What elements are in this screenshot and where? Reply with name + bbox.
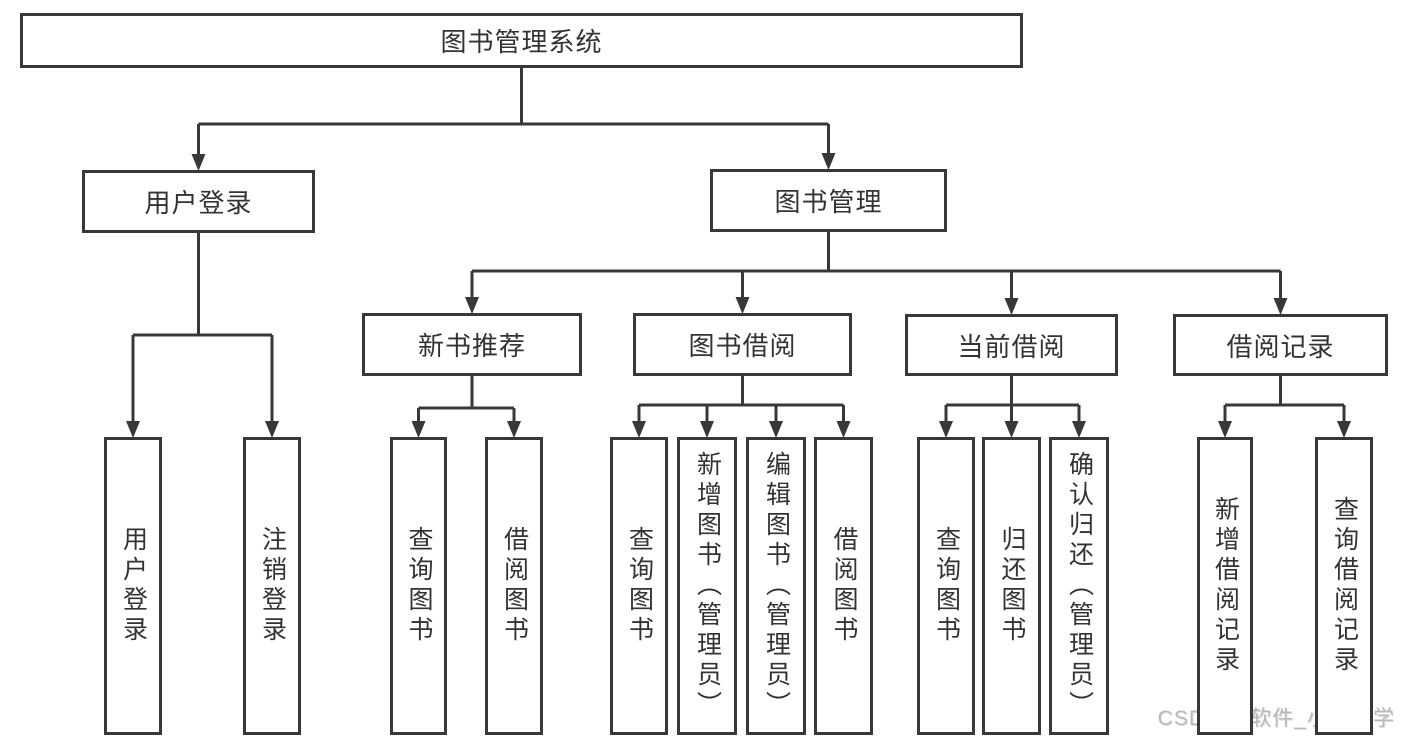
arrowhead-leaf-rec-borrow <box>507 421 521 438</box>
arrowhead-book-mgmt <box>821 153 836 170</box>
node-leaf-user-login: 用户登录 <box>104 437 162 735</box>
edge-root <box>197 68 830 166</box>
node-new-book-rec: 新书推荐 <box>362 313 582 376</box>
arrowhead-current-borrow <box>1004 298 1019 315</box>
arrowhead-leaf-bb-edit <box>769 421 783 438</box>
node-leaf-br-add: 新增借阅记录 <box>1197 437 1253 735</box>
arrowhead-leaf-br-query <box>1337 421 1351 438</box>
arrowhead-leaf-rec-query <box>411 421 426 438</box>
node-root: 图书管理系统 <box>20 13 1023 68</box>
node-book-mgmt: 图书管理 <box>710 169 947 232</box>
node-leaf-bb-edit: 编辑图书（管理员） <box>746 437 806 735</box>
node-borrow-record: 借阅记录 <box>1173 314 1388 376</box>
node-current-borrow: 当前借阅 <box>905 314 1118 376</box>
node-leaf-cb-return: 归还图书 <box>982 437 1041 735</box>
arrowhead-leaf-cb-confirm <box>1072 421 1086 438</box>
node-leaf-rec-query: 查询图书 <box>390 437 447 735</box>
arrowhead-leaf-cb-query <box>939 421 953 438</box>
node-leaf-bb-add: 新增图书（管理员） <box>677 437 737 735</box>
node-leaf-cb-confirm: 确认归还（管理员） <box>1049 437 1109 735</box>
arrowhead-leaf-br-add <box>1218 421 1232 438</box>
arrowhead-leaf-logout <box>265 421 279 438</box>
node-leaf-rec-borrow: 借阅图书 <box>485 437 543 735</box>
edge-user-login <box>131 233 274 433</box>
edge-new-book-rec <box>417 376 516 433</box>
arrowhead-leaf-user-login <box>126 421 140 438</box>
edge-current-borrow <box>944 376 1081 433</box>
node-leaf-bb-borrow: 借阅图书 <box>814 437 873 735</box>
edge-borrow-record <box>1223 376 1346 433</box>
node-leaf-br-query: 查询借阅记录 <box>1315 437 1373 735</box>
arrowhead-borrow-record <box>1273 298 1288 315</box>
edge-book-borrow <box>637 376 845 433</box>
node-book-borrow: 图书借阅 <box>633 313 852 376</box>
arrowhead-leaf-bb-borrow <box>836 421 851 438</box>
edge-book-mgmt <box>470 232 1282 310</box>
arrowhead-leaf-cb-return <box>1004 421 1019 438</box>
arrowhead-book-borrow <box>735 297 750 314</box>
node-leaf-logout: 注销登录 <box>243 437 301 735</box>
arrowhead-leaf-bb-query <box>632 421 646 438</box>
node-leaf-bb-query: 查询图书 <box>610 437 668 735</box>
node-user-login: 用户登录 <box>82 170 315 233</box>
node-leaf-cb-query: 查询图书 <box>917 437 975 735</box>
arrowhead-new-book-rec <box>465 297 479 314</box>
arrowhead-user-login <box>191 154 206 171</box>
arrowhead-leaf-bb-add <box>700 421 714 438</box>
